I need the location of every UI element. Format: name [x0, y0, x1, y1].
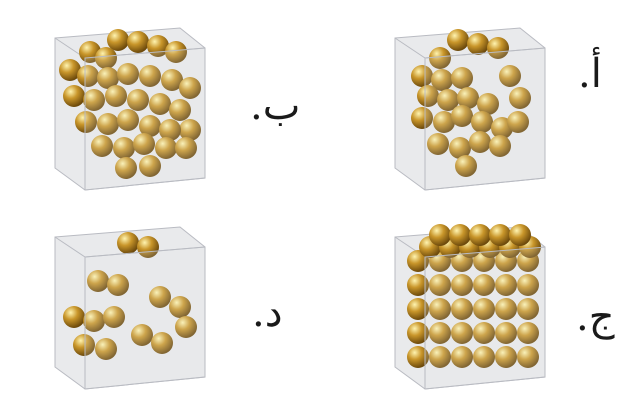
cube-front-face [85, 247, 205, 389]
particle-sphere [127, 31, 149, 53]
particle-sphere [63, 85, 85, 107]
option-b-label: ب. [250, 86, 300, 126]
particle-sphere [63, 306, 85, 328]
option-c-particle-box [370, 217, 560, 397]
option-d-particle-box [30, 217, 220, 397]
particle-sphere [469, 224, 491, 246]
particle-sphere [107, 29, 129, 51]
particle-sphere [467, 33, 489, 55]
cube-front-face [425, 48, 545, 190]
cube-front-face [425, 247, 545, 389]
option-d[interactable]: د. [0, 205, 330, 400]
particle-sphere [429, 224, 451, 246]
particle-sphere [117, 232, 139, 254]
option-a[interactable]: أ. [330, 0, 618, 190]
particle-sphere [509, 224, 531, 246]
particle-sphere [449, 224, 471, 246]
option-c-label: ج. [576, 297, 615, 337]
particle-sphere [447, 29, 469, 51]
option-c[interactable]: ج. [330, 205, 618, 400]
option-b-particle-box [30, 18, 220, 198]
option-d-label: د. [252, 293, 283, 333]
cube-front-face [85, 48, 205, 190]
option-b[interactable]: ب. [0, 0, 330, 190]
option-a-particle-box [370, 18, 560, 198]
option-a-label: أ. [578, 54, 602, 94]
particle-sphere [489, 224, 511, 246]
